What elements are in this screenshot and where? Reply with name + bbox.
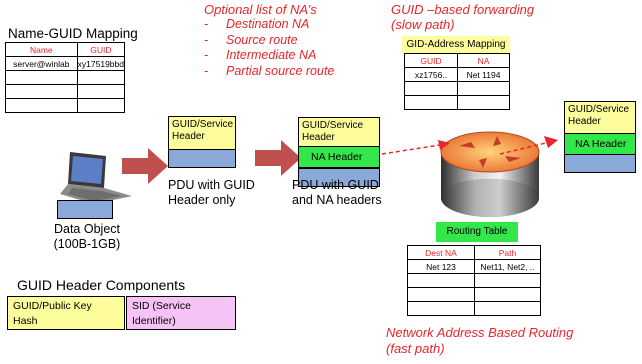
table-cell bbox=[404, 95, 458, 110]
na-list: -Destination NA -Source route -Intermedi… bbox=[204, 17, 334, 79]
table-header-row: GUID NA bbox=[404, 53, 510, 68]
table-cell bbox=[474, 287, 541, 302]
table-header-row: Name GUID bbox=[5, 42, 126, 57]
table-header-cell: NA bbox=[457, 53, 510, 68]
data-object-caption: Data Object (100B-1GB) bbox=[53, 222, 121, 251]
table-row bbox=[407, 287, 541, 302]
guid-header-components-title: GUID Header Components bbox=[17, 277, 186, 293]
routing-table-title: Routing Table bbox=[436, 222, 518, 242]
table-row: xz1756.. Net 1194 bbox=[404, 67, 510, 82]
name-guid-table: Name GUID server@winlab xy17519bbd bbox=[5, 42, 126, 113]
table-cell: Net 1194 bbox=[457, 67, 510, 82]
payload-box bbox=[564, 154, 636, 173]
router-icon bbox=[440, 131, 540, 217]
table-header-row: Dest NA Path bbox=[407, 245, 541, 260]
table-cell: xy17519bbd bbox=[76, 56, 126, 71]
table-cell bbox=[76, 70, 126, 85]
table-cell bbox=[474, 301, 541, 316]
forwarding-path bbox=[381, 136, 558, 155]
guid-service-header-box: GUID/Service Header bbox=[564, 101, 636, 135]
gid-mapping-title: GID-Address Mapping bbox=[402, 36, 510, 53]
table-cell bbox=[457, 81, 510, 96]
table-row bbox=[404, 81, 510, 96]
na-routing-label: Network Address Based Routing (fast path… bbox=[386, 325, 574, 356]
table-row bbox=[407, 273, 541, 288]
table-cell bbox=[76, 84, 126, 99]
table-cell bbox=[407, 301, 475, 316]
table-row: Net 123 Net11, Net2, .. bbox=[407, 259, 541, 274]
table-cell bbox=[404, 81, 458, 96]
routing-table: Dest NA Path Net 123 Net11, Net2, .. bbox=[407, 245, 541, 316]
arrow-icon bbox=[255, 140, 301, 176]
sid-box: SID (Service Identifier) bbox=[126, 296, 236, 330]
table-cell: server@winlab bbox=[5, 56, 78, 71]
payload-box bbox=[168, 149, 236, 168]
name-guid-mapping-title: Name-GUID Mapping bbox=[8, 26, 138, 41]
table-header-cell: GUID bbox=[76, 42, 126, 57]
payload-box bbox=[298, 168, 380, 187]
gid-mapping-table: GUID NA xz1756.. Net 1194 bbox=[404, 53, 510, 110]
table-cell bbox=[407, 287, 475, 302]
na-list-item: -Intermediate NA bbox=[204, 48, 317, 62]
na-list-item: -Source route bbox=[204, 32, 298, 47]
table-cell: Net11, Net2, .. bbox=[474, 259, 541, 274]
arrow-icon bbox=[122, 148, 168, 184]
na-list-title: Optional list of NA’s bbox=[204, 2, 317, 17]
pdu-guid-only-caption: PDU with GUID Header only bbox=[168, 178, 255, 207]
data-object-box bbox=[57, 200, 113, 219]
na-header-box: NA Header bbox=[298, 146, 380, 168]
na-list-item: -Destination NA bbox=[204, 17, 310, 31]
laptop-icon bbox=[58, 150, 134, 206]
table-header-cell: Dest NA bbox=[407, 245, 475, 260]
na-header-box: NA Header bbox=[564, 133, 636, 155]
table-cell: Net 123 bbox=[407, 259, 475, 274]
table-cell bbox=[407, 273, 475, 288]
table-cell: xz1756.. bbox=[404, 67, 458, 82]
table-cell bbox=[457, 95, 510, 110]
guid-forwarding-label: GUID –based forwarding (slow path) bbox=[391, 2, 535, 32]
table-cell bbox=[76, 98, 126, 113]
table-row bbox=[5, 70, 126, 85]
table-cell bbox=[5, 70, 78, 85]
table-row bbox=[404, 95, 510, 110]
table-row bbox=[5, 84, 126, 99]
na-list-item: -Partial source route bbox=[204, 63, 335, 78]
table-header-cell: Name bbox=[5, 42, 78, 57]
table-row: server@winlab xy17519bbd bbox=[5, 56, 126, 71]
guid-public-key-box: GUID/Public Key Hash bbox=[7, 296, 125, 330]
table-header-cell: GUID bbox=[404, 53, 458, 68]
table-cell bbox=[5, 98, 78, 113]
table-row bbox=[5, 98, 126, 113]
pdu-guid-na-caption: PDU with GUID and NA headers bbox=[292, 178, 382, 207]
table-row bbox=[407, 301, 541, 316]
table-cell bbox=[474, 273, 541, 288]
table-cell bbox=[5, 84, 78, 99]
table-header-cell: Path bbox=[474, 245, 541, 260]
guid-service-header-box: GUID/Service Header bbox=[168, 116, 236, 150]
